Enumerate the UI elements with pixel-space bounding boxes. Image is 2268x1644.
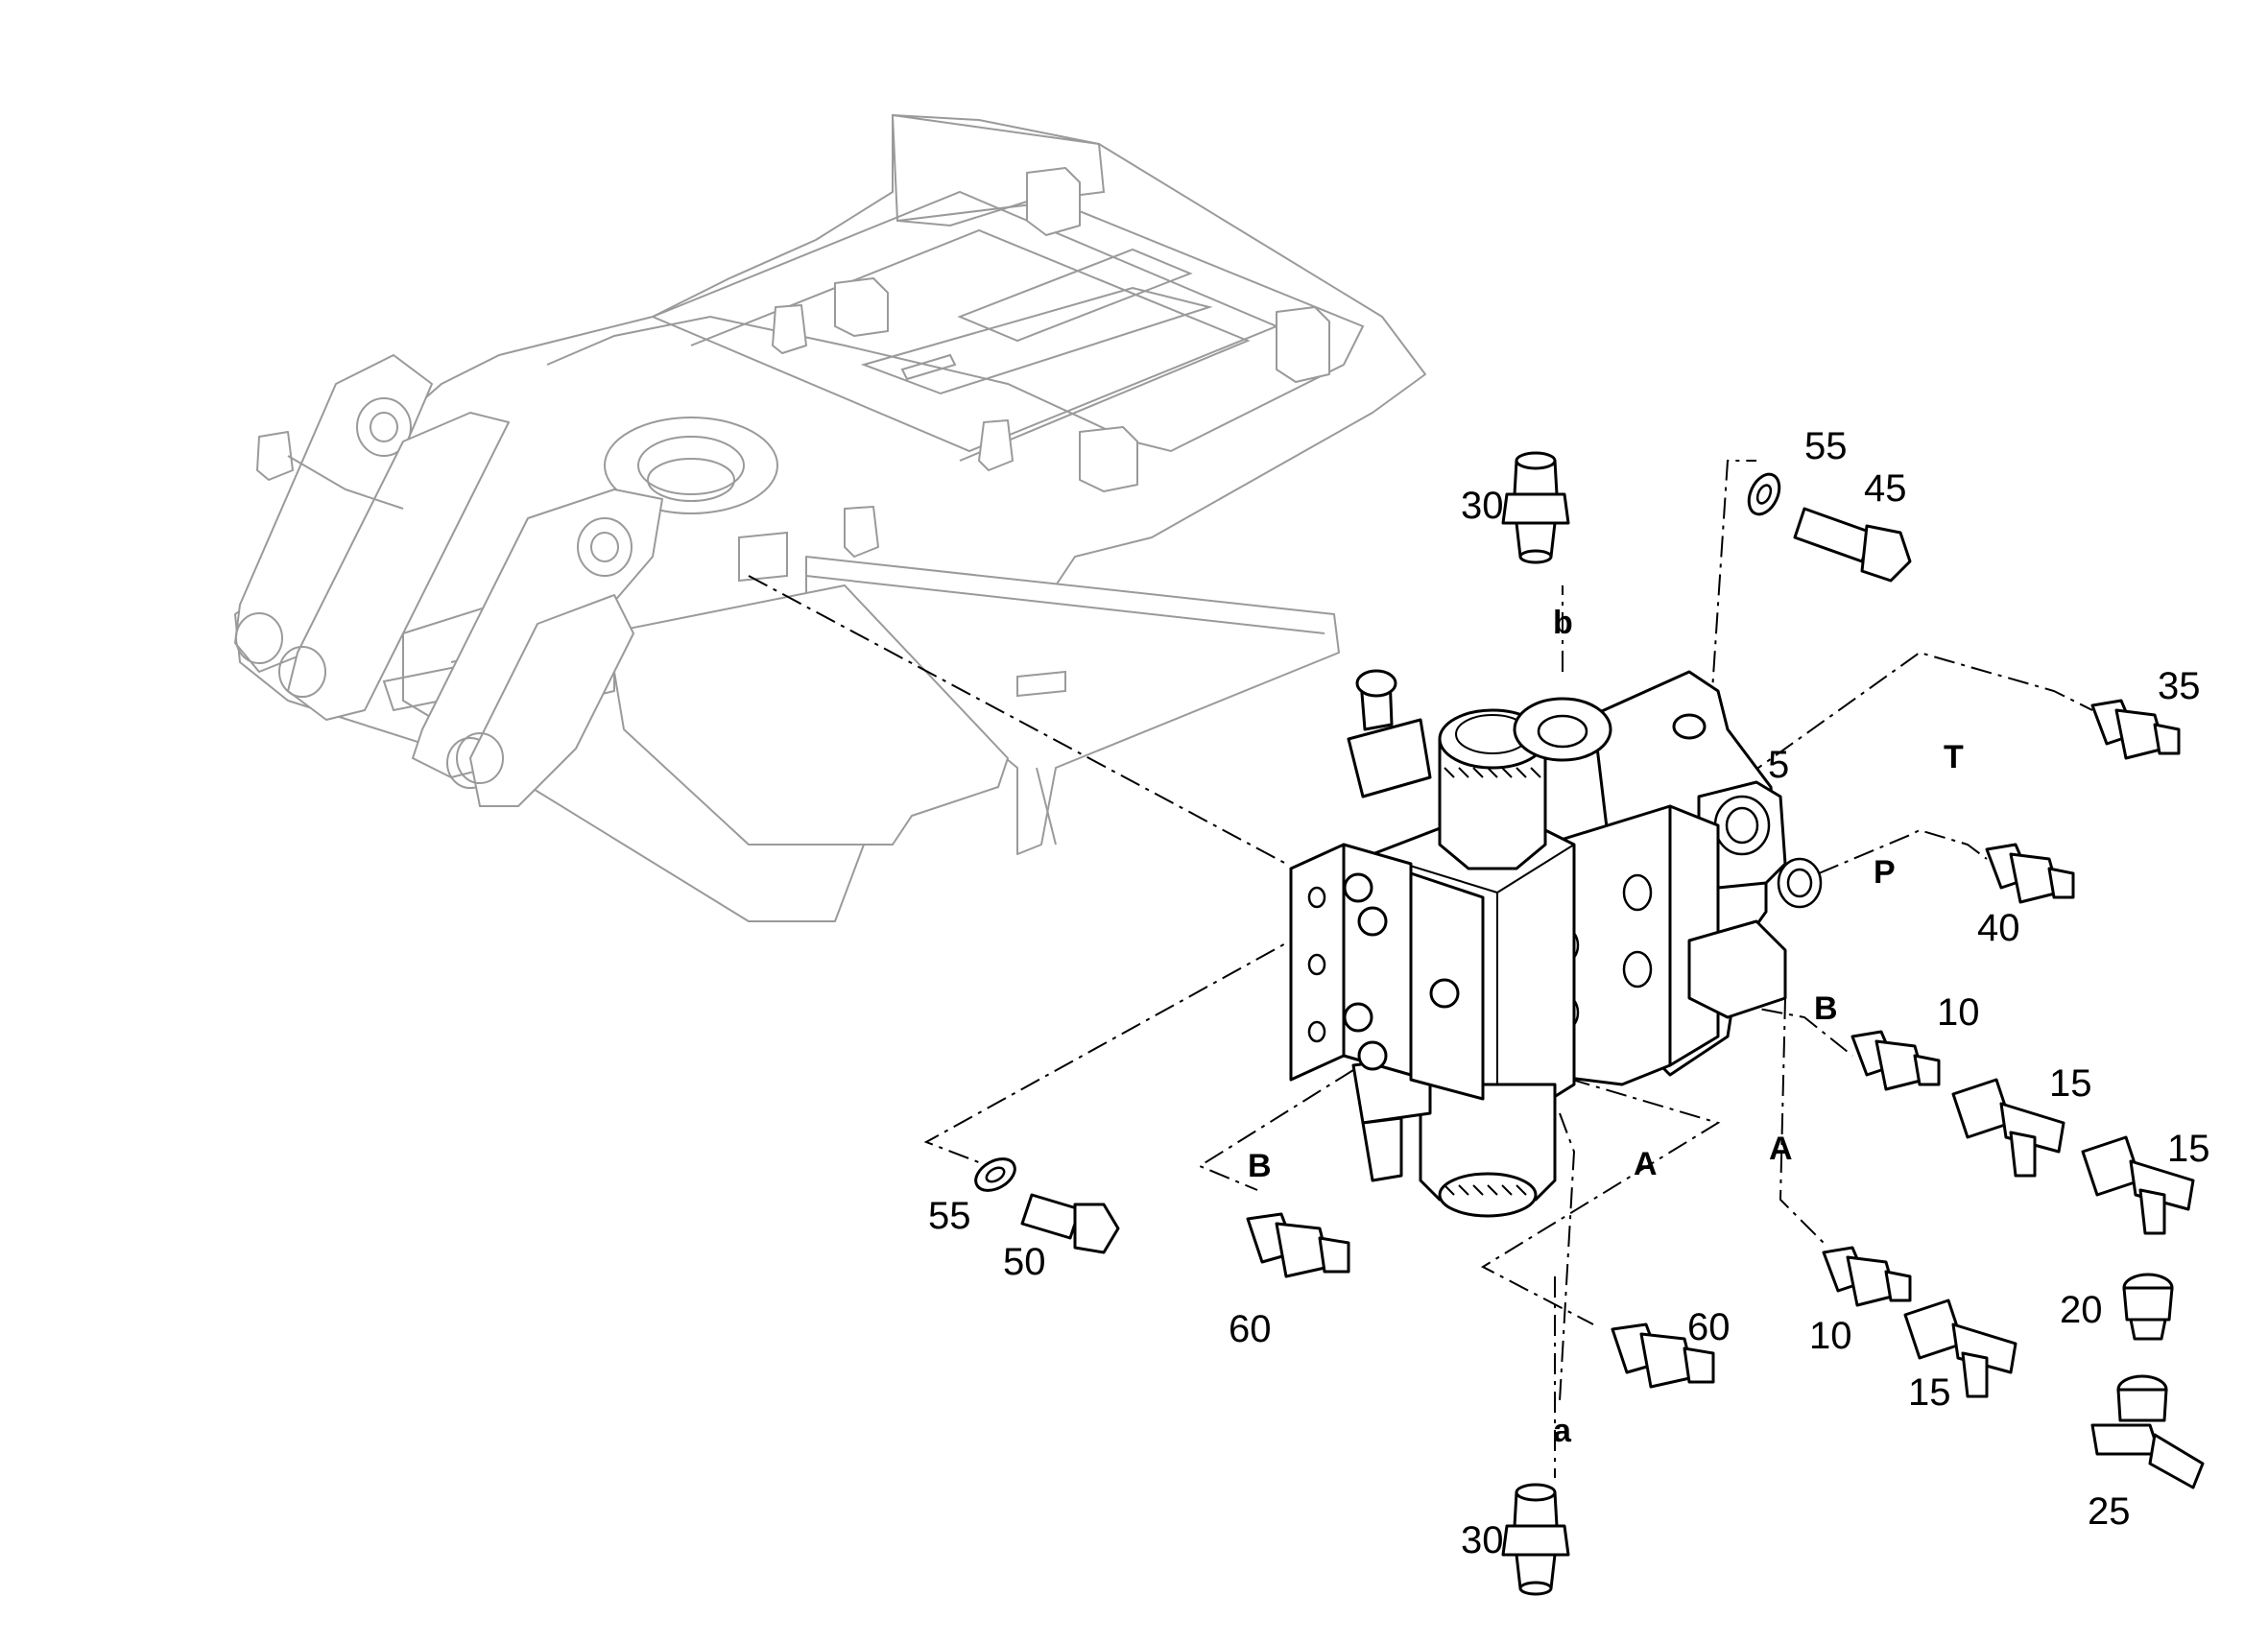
callout-35: 35 (2158, 665, 2201, 707)
tee-15-c (1903, 1299, 2017, 1398)
callout-15-b: 15 (2167, 1128, 2210, 1170)
callout-10-upper: 10 (1937, 991, 1980, 1034)
washer-55-top (1747, 472, 1781, 516)
fitting-30-top (1501, 451, 1570, 564)
port-P: P (1874, 854, 1896, 891)
machine-frame (234, 113, 1426, 922)
fitting-35 (2090, 699, 2181, 760)
fitting-20 (2122, 1273, 2174, 1341)
callout-5: 5 (1768, 744, 1789, 786)
control-valve-assembly (1289, 669, 1823, 1218)
callout-60-right: 60 (1687, 1306, 1731, 1348)
port-T: T (1944, 739, 1964, 775)
fitting-30-bottom (1501, 1483, 1570, 1596)
callout-55-bottom: 55 (928, 1195, 971, 1237)
callout-45: 45 (1864, 467, 1907, 510)
callout-60-left: 60 (1229, 1308, 1272, 1350)
callout-20: 20 (2060, 1289, 2103, 1331)
callout-40: 40 (1977, 907, 2020, 949)
callout-50: 50 (1003, 1241, 1046, 1283)
bolt-50 (1020, 1193, 1120, 1254)
callout-30-top: 30 (1461, 485, 1504, 527)
port-B-right: B (1814, 990, 1838, 1027)
callout-25: 25 (2088, 1490, 2131, 1533)
bolt-45 (1793, 507, 1912, 583)
port-A-right: A (1769, 1131, 1793, 1167)
fitting-60-right (1611, 1322, 1715, 1389)
port-a-lower: a (1553, 1413, 1572, 1449)
callout-30-bottom: 30 (1461, 1519, 1504, 1561)
fitting-10-upper (1850, 1030, 1941, 1091)
callout-numbers: 5 30 30 55 45 35 40 10 15 15 20 25 15 10… (928, 425, 2210, 1561)
washer-55-bottom (974, 1157, 1016, 1192)
callout-15-a: 15 (2049, 1062, 2092, 1105)
port-A-center: A (1634, 1146, 1658, 1182)
tee-15-b (2081, 1135, 2195, 1235)
tee-25 (2090, 1374, 2205, 1489)
fitting-10-lower (1822, 1246, 1912, 1307)
callout-15-c: 15 (1908, 1371, 1951, 1414)
port-B-left: B (1248, 1148, 1272, 1184)
fitting-60-left (1246, 1212, 1350, 1278)
port-b-upper: b (1553, 605, 1573, 641)
tee-15-a (1951, 1078, 2065, 1178)
callout-10-lower: 10 (1809, 1315, 1852, 1357)
callout-55-top: 55 (1804, 425, 1848, 467)
fitting-40 (1985, 843, 2075, 904)
port-letters: b a T P B A A B (1248, 605, 1964, 1449)
